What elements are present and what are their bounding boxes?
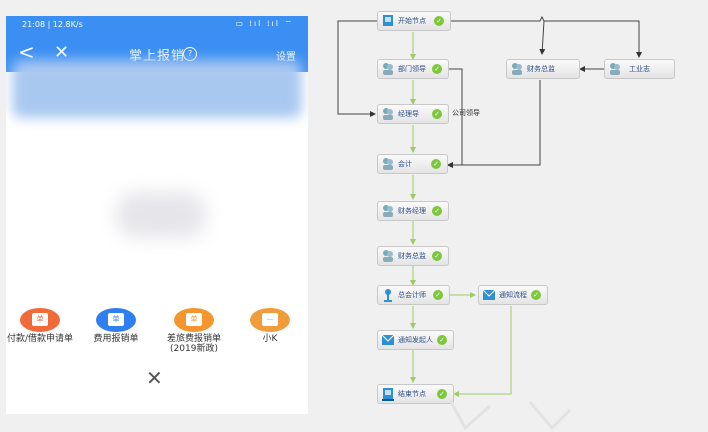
status-bar: 21:08 | 12.8K/s ▭ ⁞ıl ⁞ıl ⌔ xyxy=(6,16,308,34)
node-label: 通知流程 xyxy=(499,291,527,299)
end-icon xyxy=(382,388,394,401)
node-label: 财务总监 xyxy=(527,65,555,73)
notify-icon xyxy=(482,289,496,300)
user-icon xyxy=(383,108,393,120)
node-dept[interactable]: 部门领导 ✓ xyxy=(377,59,449,79)
node-end[interactable]: 结束节点 ✓ xyxy=(377,384,454,404)
close-icon[interactable]: ✕ xyxy=(146,366,163,390)
watermark-decoration xyxy=(448,400,572,431)
user-icon xyxy=(383,158,393,170)
workflow-diagram: 开始节点 ✓ 部门领导 ✓ 经理导 ✓ 会计 ✓ 财务经理 ✓ 财务总监 ✓ 总… xyxy=(330,0,708,432)
check-icon: ✓ xyxy=(437,389,447,399)
app-expense-claim[interactable]: 单 费用报销单 xyxy=(78,308,154,344)
node-notify-initiator[interactable]: 通知发起人 ✓ xyxy=(377,330,454,350)
app-label: 付款/借款申请单 xyxy=(6,334,74,344)
check-icon: ✓ xyxy=(432,64,442,74)
signal-battery-icon: ▭ ⁞ıl ⁞ıl ⌔ xyxy=(235,19,294,28)
check-icon: ✓ xyxy=(432,109,442,119)
node-label: 财务经理 xyxy=(398,207,426,215)
check-icon: ✓ xyxy=(432,206,442,216)
node-label: 工业志 xyxy=(629,65,650,73)
edge-start-mgr xyxy=(337,20,377,117)
start-icon xyxy=(383,15,393,26)
user-icon xyxy=(512,63,522,75)
node-fin-director-2[interactable]: 财务总监 xyxy=(506,59,580,79)
close-icon[interactable]: ✕ xyxy=(54,42,70,63)
node-findir[interactable]: 财务总监 ✓ xyxy=(377,246,449,266)
help-icon[interactable]: ? xyxy=(183,47,197,61)
blurred-banner xyxy=(12,60,302,118)
form-icon: 单 xyxy=(20,308,60,332)
settings-button[interactable]: 设置 xyxy=(276,52,296,63)
user-icon xyxy=(383,205,393,217)
chevron-left-icon[interactable]: < xyxy=(18,40,35,64)
app-assistant[interactable]: — 小K xyxy=(232,308,308,344)
node-chief-accountant[interactable]: 总会计师 ✓ xyxy=(377,285,450,305)
node-label: 财务总监 xyxy=(398,252,426,260)
status-time: 21:08 | 12.8K/s xyxy=(22,20,83,29)
edge-label: 公司领导 xyxy=(452,109,480,117)
check-icon: ✓ xyxy=(434,16,444,26)
user-icon xyxy=(610,63,620,75)
app-payment-loan[interactable]: 单 付款/借款申请单 xyxy=(6,308,78,344)
app-label: 小K xyxy=(262,334,278,344)
check-icon: ✓ xyxy=(437,335,447,345)
check-icon: ✓ xyxy=(433,290,443,300)
node-label: 总会计师 xyxy=(398,291,426,299)
node-label: 结束节点 xyxy=(398,390,426,398)
node-label: 经理导 xyxy=(398,110,419,118)
receipt-icon: 单 xyxy=(96,308,136,332)
briefcase-icon: 单 xyxy=(174,308,214,332)
workflow-edges xyxy=(337,15,642,397)
user-icon xyxy=(383,63,393,75)
app-label: 费用报销单 xyxy=(93,334,139,344)
node-notify-process[interactable]: 通知流程 ✓ xyxy=(478,285,548,305)
node-label: 开始节点 xyxy=(398,17,426,25)
notify-icon xyxy=(381,334,395,345)
node-engineer[interactable]: 工业志 xyxy=(604,59,675,79)
chief-icon xyxy=(384,289,392,302)
app-travel-claim[interactable]: 单 差旅费报销单 (2019新政) xyxy=(156,308,232,354)
check-icon: ✓ xyxy=(531,290,541,300)
node-start[interactable]: 开始节点 ✓ xyxy=(377,11,451,31)
user-icon xyxy=(383,250,393,262)
node-mgr[interactable]: 经理导 ✓ xyxy=(377,104,449,124)
edge-start-engineer xyxy=(544,20,642,58)
edge-start-findir2 xyxy=(451,15,546,55)
mobile-app-screen: 21:08 | 12.8K/s ▭ ⁞ıl ⁞ıl ⌔ < ✕ 掌上报销 ? 设… xyxy=(6,16,308,414)
app-label: 差旅费报销单 (2019新政) xyxy=(166,334,221,354)
edge-findir2-accounting xyxy=(447,80,541,168)
node-label: 通知发起人 xyxy=(398,336,433,344)
node-accounting[interactable]: 会计 ✓ xyxy=(377,154,448,174)
blurred-content xyxy=(116,192,206,238)
node-label: 部门领导 xyxy=(398,65,426,73)
assistant-icon: — xyxy=(250,308,290,332)
node-finmgr[interactable]: 财务经理 ✓ xyxy=(377,201,449,221)
node-label: 会计 xyxy=(398,160,412,168)
edge-notifyproc-end xyxy=(453,306,512,397)
check-icon: ✓ xyxy=(431,159,441,169)
check-icon: ✓ xyxy=(432,251,442,261)
